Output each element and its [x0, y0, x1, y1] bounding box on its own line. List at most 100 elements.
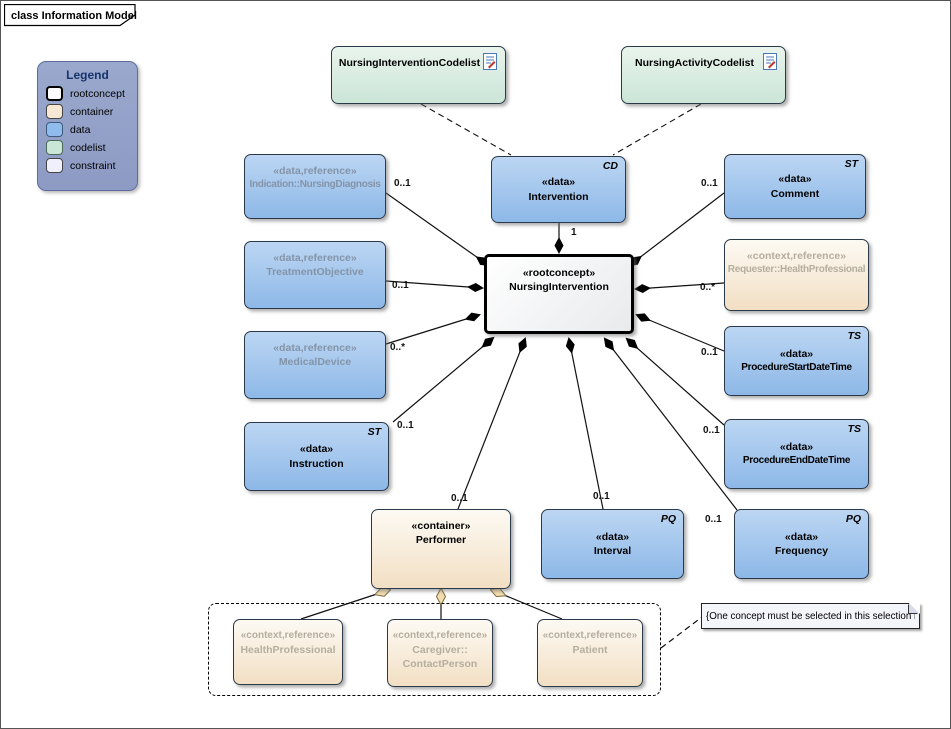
node-stereotype: «context,reference»	[392, 630, 488, 641]
data-swatch	[46, 122, 63, 137]
codelist-document-icon	[763, 53, 777, 70]
multiplicity-comment: 0..1	[701, 178, 718, 189]
node-title: Performer	[415, 534, 467, 547]
node-title: Frequency	[774, 545, 829, 557]
node-procedure-start-datetime[interactable]: TS «data» ProcedureStartDateTime	[724, 326, 869, 396]
node-stereotype: «context,reference»	[746, 250, 847, 262]
node-frequency[interactable]: PQ «data» Frequency	[734, 509, 869, 579]
multiplicity-procedure-end: 0..1	[703, 425, 720, 436]
node-instruction[interactable]: ST «data» Instruction	[244, 422, 389, 491]
node-health-professional[interactable]: «context,reference» HealthProfessional	[233, 619, 343, 685]
multiplicity-medical-device: 0..*	[390, 342, 406, 353]
connector-interval	[565, 337, 604, 510]
connector-treatment-objective	[385, 280, 484, 293]
datatype-tag: ST	[367, 426, 381, 438]
constraint-note-text: {One concept must be selected in this se…	[706, 610, 915, 622]
connector-medical-device	[385, 312, 481, 345]
node-stereotype: «data,reference»	[273, 342, 357, 354]
connector-indication	[385, 192, 490, 267]
connector-comment	[628, 192, 725, 267]
node-title: HealthProfessional	[240, 643, 336, 656]
legend-item-constraint: constraint	[46, 158, 129, 173]
node-title: Instruction	[289, 457, 344, 470]
node-medical-device[interactable]: «data,reference» MedicalDevice	[244, 331, 386, 399]
node-comment[interactable]: ST «data» Comment	[724, 154, 866, 219]
node-stereotype: «data,reference»	[273, 165, 357, 177]
node-intervention[interactable]: CD «data» Intervention	[491, 156, 626, 223]
node-performer[interactable]: «container» Performer	[371, 509, 511, 589]
connector-requester	[634, 282, 725, 294]
multiplicity-frequency: 0..1	[705, 514, 722, 525]
node-title: Caregiver:: ContactPerson	[402, 643, 478, 670]
node-title: TreatmentObjective	[266, 266, 364, 279]
node-treatment-objective[interactable]: «data,reference» TreatmentObjective	[244, 241, 386, 309]
node-stereotype: «data»	[778, 173, 812, 186]
datatype-tag: PQ	[845, 513, 861, 525]
multiplicity-performer: 0..1	[451, 493, 468, 504]
multiplicity-procedure-start: 0..1	[701, 347, 718, 358]
constraint-swatch	[46, 158, 63, 173]
multiplicity-intervention: 1	[571, 227, 577, 238]
node-nursing-intervention-codelist[interactable]: NursingInterventionCodelist	[331, 46, 506, 104]
datatype-tag: ST	[844, 158, 858, 170]
legend-title: Legend	[66, 68, 109, 82]
connector-instruction	[392, 336, 495, 423]
node-title: ProcedureStartDateTime	[741, 362, 852, 374]
connector-performer-patient	[492, 590, 563, 620]
frame-tab-shape	[4, 4, 136, 27]
codelist-swatch	[46, 140, 63, 155]
connector-performer-healthprofessional	[300, 590, 389, 620]
selection-box	[208, 603, 661, 696]
node-nursing-intervention[interactable]: «rootconcept» NursingIntervention	[484, 254, 634, 334]
multiplicity-interval: 0..1	[593, 491, 610, 502]
multiplicity-indication: 0..1	[394, 178, 411, 189]
node-stereotype: «data,reference»	[273, 252, 357, 264]
node-patient[interactable]: «context,reference» Patient	[537, 619, 643, 687]
node-title: Requester::HealthProfessional	[727, 264, 866, 276]
datatype-tag: CD	[602, 160, 618, 172]
node-title: Patient	[572, 643, 608, 656]
node-stereotype: «data»	[784, 530, 819, 543]
legend-item-data: data	[46, 122, 129, 137]
node-title: Intervention	[528, 190, 589, 203]
legend-item-label: constraint	[70, 159, 116, 172]
frame-tab-label: class Information Model	[11, 10, 137, 22]
codelist-document-icon	[483, 53, 497, 70]
node-requester-healthprofessional[interactable]: «context,reference» Requester::HealthPro…	[724, 239, 869, 311]
multiplicity-requester: 0..*	[700, 282, 716, 293]
legend-item-codelist: codelist	[46, 140, 129, 155]
connector-codelist2-intervention	[612, 103, 702, 156]
connector-procedure-end	[625, 337, 725, 426]
legend-item-container: container	[46, 104, 129, 119]
datatype-tag: TS	[847, 423, 861, 435]
node-procedure-end-datetime[interactable]: TS «data» ProcedureEndDateTime	[724, 419, 869, 489]
node-title: NursingIntervention	[509, 281, 609, 294]
node-interval[interactable]: PQ «data» Interval	[541, 509, 684, 579]
node-caregiver-contactperson[interactable]: «context,reference» Caregiver:: ContactP…	[387, 619, 493, 687]
connector-codelist1-intervention	[420, 103, 512, 156]
constraint-note: {One concept must be selected in this se…	[701, 603, 920, 629]
node-title: Comment	[770, 187, 820, 200]
node-stereotype: «data»	[779, 348, 814, 361]
node-stereotype: «data»	[779, 441, 814, 454]
legend-item-label: container	[70, 105, 114, 118]
node-title: MedicalDevice	[278, 356, 352, 369]
node-indication-nursingdiagnosis[interactable]: «data,reference» Indication::NursingDiag…	[244, 154, 386, 219]
node-stereotype: «data»	[595, 530, 630, 543]
legend-item-label: codelist	[70, 141, 106, 154]
datatype-tag: PQ	[660, 513, 676, 525]
node-nursing-activity-codelist[interactable]: NursingActivityCodelist	[621, 46, 786, 104]
multiplicity-treatment-objective: 0..1	[392, 280, 409, 291]
connector-performer	[457, 337, 527, 510]
node-stereotype: «data»	[299, 443, 334, 456]
multiplicity-instruction: 0..1	[397, 420, 414, 431]
node-title: Indication::NursingDiagnosis	[249, 179, 381, 191]
legend-item-label: rootconcept	[70, 87, 125, 100]
node-title: ProcedureEndDateTime	[742, 455, 851, 467]
rootconcept-swatch	[46, 86, 63, 101]
legend-item-rootconcept: rootconcept	[46, 86, 129, 101]
datatype-tag: TS	[847, 330, 861, 342]
connector-frequency	[603, 337, 738, 511]
